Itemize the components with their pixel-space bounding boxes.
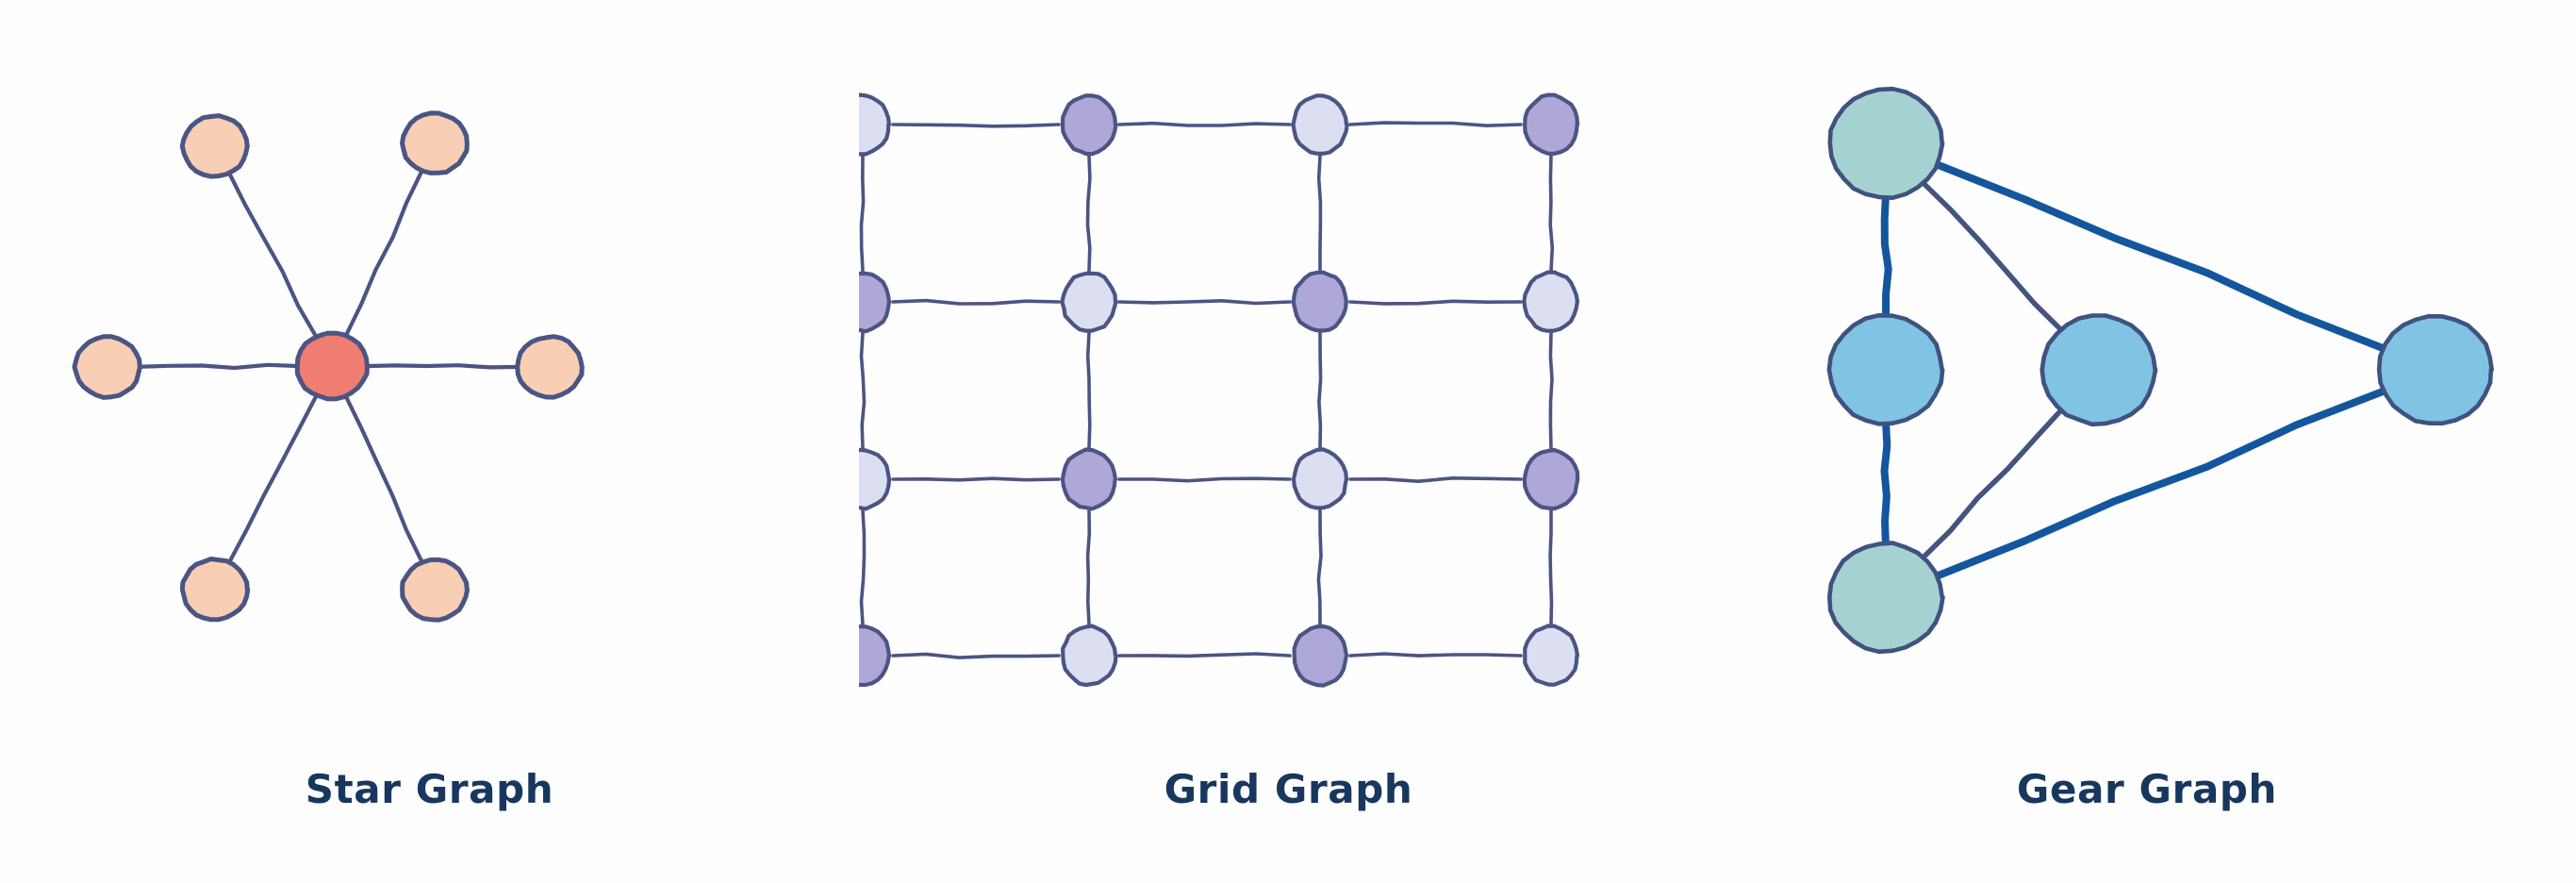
star-graph-svg	[72, 110, 585, 623]
grid-edge-horizontal	[1117, 476, 1292, 483]
star-edge	[226, 169, 320, 341]
gear-outer-edge	[1880, 417, 1891, 550]
grid-node[interactable]	[1060, 93, 1118, 157]
grid-edge-horizontal	[891, 652, 1061, 659]
gear-hub-node[interactable]	[1827, 541, 1945, 655]
caption-star-graph: Star Graph	[305, 766, 554, 812]
caption-gear-graph: Gear Graph	[2016, 766, 2278, 812]
grid-edge-horizontal	[1117, 299, 1292, 306]
grid-node[interactable]	[1523, 92, 1580, 156]
grid-edge-vertical	[859, 331, 867, 450]
star-leaf-node[interactable]	[400, 557, 471, 623]
grid-node[interactable]	[1061, 624, 1118, 688]
panel-star-graph: Star Graph	[0, 0, 859, 883]
panel-grid-graph: Grid Graph	[859, 0, 1718, 883]
grid-edge-vertical	[859, 154, 866, 273]
grid-edge-horizontal	[1117, 652, 1292, 658]
grid-node[interactable]	[1291, 270, 1349, 333]
gear-graph-nodes	[1826, 86, 2494, 655]
gear-spoke-edge	[1918, 177, 2067, 336]
gear-rim-node[interactable]	[2039, 313, 2158, 427]
gear-outer-edge	[1880, 191, 1892, 323]
grid-edge-horizontal	[1348, 121, 1523, 127]
caption-grid-graph: Grid Graph	[1164, 766, 1413, 812]
grid-edge-horizontal	[891, 298, 1061, 306]
grid-node[interactable]	[1291, 447, 1349, 510]
grid-node[interactable]	[1522, 447, 1580, 511]
grid-edge-horizontal	[1348, 652, 1523, 658]
star-graph-edges	[133, 167, 524, 567]
grid-edge-vertical	[1085, 331, 1092, 450]
grid-node[interactable]	[859, 447, 892, 511]
grid-node[interactable]	[1523, 624, 1580, 687]
grid-edge-horizontal	[891, 476, 1061, 482]
gear-graph-svg	[1826, 86, 2494, 655]
grid-edge-horizontal	[1348, 476, 1523, 483]
grid-node[interactable]	[859, 92, 892, 157]
gear-rim-node[interactable]	[2376, 313, 2494, 426]
star-edge	[342, 392, 425, 566]
grid-graph-svg	[859, 92, 1580, 688]
star-leaf-node[interactable]	[72, 334, 142, 400]
grid-edge-vertical	[859, 508, 867, 626]
grid-node[interactable]	[859, 271, 892, 334]
grid-edge-vertical	[1316, 508, 1323, 626]
grid-edge-vertical	[1316, 154, 1323, 273]
grid-graph-nodes	[859, 92, 1580, 688]
grid-node[interactable]	[1292, 624, 1349, 688]
grid-node[interactable]	[1060, 271, 1118, 333]
gear-outer-edge	[1928, 158, 2393, 355]
grid-edge-vertical	[1548, 508, 1554, 626]
star-center-node[interactable]	[294, 330, 371, 402]
star-edge	[342, 167, 425, 341]
grid-node[interactable]	[859, 624, 892, 688]
star-edge	[225, 392, 320, 567]
star-leaf-node[interactable]	[400, 110, 470, 175]
gear-spoke-edge	[1918, 404, 2067, 563]
grid-node[interactable]	[1060, 447, 1118, 511]
star-leaf-node[interactable]	[515, 334, 585, 400]
star-edge	[133, 362, 304, 371]
gear-graph-edges	[1880, 158, 2393, 582]
grid-edge-vertical	[1548, 331, 1554, 450]
grid-node[interactable]	[1291, 93, 1349, 156]
gear-hub-node[interactable]	[1827, 86, 1945, 200]
grid-node[interactable]	[1522, 270, 1580, 333]
grid-edge-vertical	[1548, 154, 1555, 273]
star-leaf-node[interactable]	[179, 557, 251, 623]
panel-gear-graph: Gear Graph	[1718, 0, 2576, 883]
grid-edge-horizontal	[1348, 299, 1523, 306]
grid-edge-vertical	[1085, 508, 1092, 626]
gear-rim-node[interactable]	[1826, 313, 1945, 426]
grid-edge-vertical	[1085, 154, 1092, 273]
star-edge	[360, 363, 524, 370]
grid-edge-horizontal	[891, 123, 1061, 128]
grid-graph-edges	[859, 121, 1555, 659]
grid-edge-horizontal	[1117, 121, 1292, 127]
gear-outer-edge	[1928, 385, 2393, 582]
star-graph-nodes	[72, 110, 585, 623]
grid-edge-vertical	[1317, 331, 1323, 450]
star-leaf-node[interactable]	[179, 113, 250, 179]
